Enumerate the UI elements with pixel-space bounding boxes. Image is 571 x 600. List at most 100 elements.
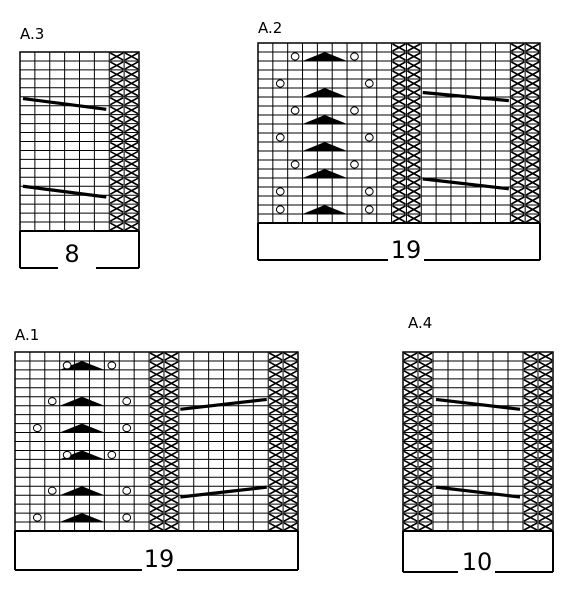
cable-line (22, 184, 107, 199)
cross-symbol (538, 414, 553, 424)
cross-symbol (124, 105, 139, 115)
cross-symbol (418, 495, 433, 504)
cross-symbol (149, 432, 164, 442)
cross-symbol (109, 123, 124, 133)
cross-symbol (510, 52, 525, 61)
cross-symbol (164, 432, 179, 442)
cross-symbol (403, 370, 418, 379)
cross-symbol (164, 459, 179, 469)
cross-symbol (523, 504, 538, 513)
cross-symbol (268, 504, 283, 513)
cross-symbol (510, 205, 525, 214)
cross-symbol (538, 441, 553, 451)
cross-symbol (109, 114, 124, 124)
chart-a4-title: A.4 (408, 314, 432, 332)
cross-symbol (268, 432, 283, 442)
cable-line (22, 96, 107, 111)
cross-symbol (109, 186, 124, 195)
cross-symbol (418, 513, 433, 522)
cross-symbol (164, 379, 179, 388)
cross-symbol (403, 397, 418, 406)
cross-symbol (392, 61, 406, 70)
cross-symbol (392, 196, 406, 205)
cross-symbol (523, 432, 538, 442)
yarn-over-symbol (32, 513, 42, 522)
yarn-over-symbol (122, 486, 132, 495)
cross-symbol (283, 352, 298, 361)
triangle-symbol (59, 513, 105, 523)
cross-symbol (283, 379, 298, 388)
cross-symbol (403, 468, 418, 478)
cross-symbol (407, 115, 421, 124)
triangle-symbol (59, 396, 105, 406)
cross-symbol (268, 352, 283, 361)
cross-symbol (510, 151, 525, 160)
cross-symbol (392, 187, 406, 196)
cross-symbol (283, 397, 298, 406)
cross-symbol (538, 486, 553, 495)
cross-symbol (407, 106, 421, 115)
cross-symbol (525, 196, 540, 205)
cross-symbol (403, 361, 418, 370)
yarn-over-symbol (364, 205, 374, 214)
cross-symbol (418, 459, 433, 469)
cross-symbol (392, 43, 406, 52)
triangle-symbol (59, 423, 105, 433)
cross-symbol (268, 459, 283, 469)
cross-symbol (510, 196, 525, 205)
cross-symbol (418, 414, 433, 424)
cross-symbol (523, 388, 538, 397)
cross-symbol (124, 186, 139, 195)
cross-symbol (403, 423, 418, 433)
yarn-over-symbol (290, 52, 300, 61)
cross-symbol (538, 468, 553, 478)
cross-symbol (283, 486, 298, 495)
cross-symbol (407, 160, 421, 169)
cross-symbol (149, 477, 164, 486)
cross-symbol (283, 450, 298, 460)
cross-symbol (268, 388, 283, 397)
cross-symbol (510, 169, 525, 178)
triangle-symbol (302, 205, 348, 214)
cross-symbol (392, 52, 406, 61)
cross-symbol (523, 379, 538, 388)
yarn-over-symbol (275, 187, 285, 196)
cross-symbol (510, 115, 525, 124)
cross-symbol (525, 79, 540, 88)
cross-symbol (283, 414, 298, 424)
cross-symbol (407, 187, 421, 196)
cross-symbol (164, 522, 179, 531)
cross-symbol (268, 379, 283, 388)
cross-symbol (523, 361, 538, 370)
cross-symbol (525, 169, 540, 178)
cross-symbol (418, 450, 433, 460)
cross-symbol (109, 52, 124, 61)
yarn-over-symbol (62, 450, 72, 460)
chart-a3-grid (19, 51, 140, 232)
chart-a1-stitch-count: 19 (144, 545, 175, 573)
cross-symbol (164, 450, 179, 460)
yarn-over-symbol (107, 361, 117, 370)
cable-line (435, 485, 521, 499)
cross-symbol (392, 70, 406, 79)
yarn-over-symbol (350, 52, 359, 61)
yarn-over-symbol (364, 187, 374, 196)
cross-symbol (407, 70, 421, 79)
cross-symbol (268, 423, 283, 433)
cross-symbol (164, 405, 179, 415)
cross-symbol (124, 141, 139, 151)
cross-symbol (525, 187, 540, 196)
yarn-over-symbol (290, 160, 300, 169)
cross-symbol (403, 504, 418, 513)
cross-symbol (403, 513, 418, 522)
cross-symbol (525, 160, 540, 169)
yarn-over-symbol (47, 486, 57, 495)
cross-symbol (392, 205, 406, 214)
cable-line (435, 397, 521, 411)
cross-symbol (109, 141, 124, 151)
cross-symbol (525, 115, 540, 124)
cross-symbol (283, 405, 298, 415)
cross-symbol (268, 468, 283, 478)
cross-symbol (124, 61, 139, 70)
cross-symbol (109, 105, 124, 115)
